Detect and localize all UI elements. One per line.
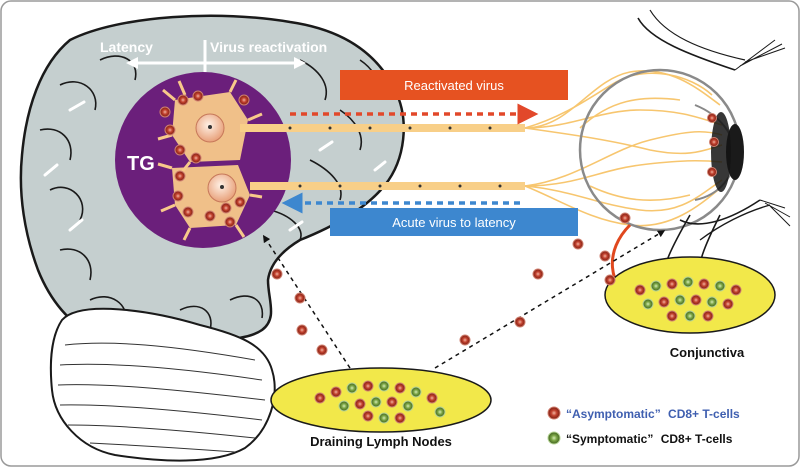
legend: “Asymptomatic” CD8+ T-cells “Symptomatic… — [547, 406, 740, 446]
reactivated-virus-label: Reactivated virus — [404, 78, 504, 93]
neuron-upper — [157, 79, 263, 173]
acute-virus-flow: Acute virus to latency — [281, 192, 578, 236]
acute-virus-label: Acute virus to latency — [392, 215, 516, 230]
reactivated-virus-flow: Reactivated virus — [290, 70, 568, 125]
draining-lymph-nodes-label: Draining Lymph Nodes — [310, 434, 452, 449]
conjunctiva-label: Conjunctiva — [670, 345, 745, 360]
legend-asymptomatic-swatch — [547, 406, 561, 420]
virus-reactivation-label: Virus reactivation — [210, 39, 327, 55]
conjunctiva-cells — [634, 276, 742, 322]
legend-symptomatic-rest: CD8+ T-cells — [661, 432, 733, 446]
latency-reactivation-header: Latency Virus reactivation — [100, 39, 327, 72]
draining-lymph-nodes: Draining Lymph Nodes — [270, 367, 492, 449]
legend-symptomatic-quote: “Symptomatic” — [566, 432, 653, 446]
lymph-node-cells — [314, 380, 446, 424]
legend-symptomatic-text: “Symptomatic” CD8+ T-cells — [566, 432, 733, 446]
legend-asymptomatic-rest: CD8+ T-cells — [668, 407, 740, 421]
reactivated-virus-bar — [340, 70, 568, 100]
circulating-t-cells — [271, 212, 631, 356]
tg-t-cells — [159, 90, 250, 228]
legend-asymptomatic-quote: “Asymptomatic” — [566, 407, 661, 421]
cerebellum — [49, 307, 276, 462]
latency-label: Latency — [100, 39, 153, 55]
acute-virus-bar — [330, 208, 578, 236]
legend-symptomatic-swatch — [547, 431, 561, 445]
tg-label: TG — [127, 153, 155, 175]
conjunctiva: Conjunctiva — [604, 214, 776, 360]
trafficking-arrows — [262, 230, 666, 369]
axon-fibers — [240, 70, 723, 227]
legend-asymptomatic-text: “Asymptomatic” CD8+ T-cells — [566, 407, 740, 421]
trigeminal-ganglion: TG — [115, 72, 291, 248]
